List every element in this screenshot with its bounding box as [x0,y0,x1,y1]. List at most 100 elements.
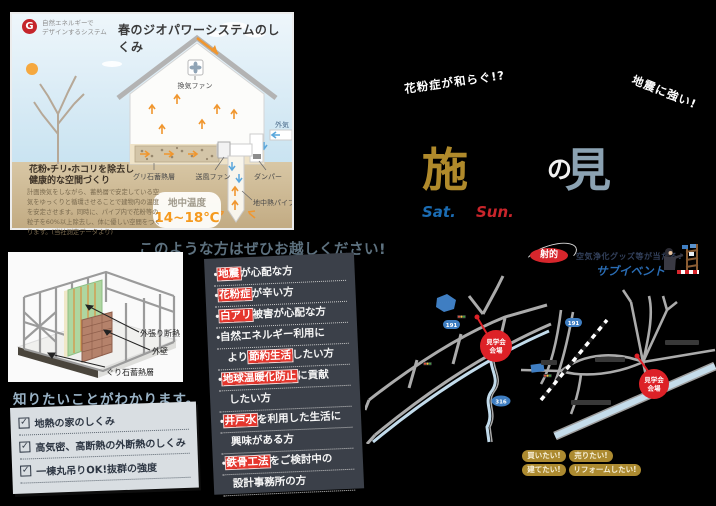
steel-frame-photo: 外張り断熱 外壁 ぐり石蓄熱層 [8,252,183,382]
tree-illustration [33,75,85,164]
steel-beams [22,270,176,373]
brick-texture [81,315,113,359]
prize-item [682,245,688,249]
fan-icon [189,61,202,74]
wish-pill: 買いたい! [522,450,566,462]
roof-exhaust-arrowhead [211,45,218,54]
traffic-signal [423,362,432,366]
subevent-prize-text: 空気浄化グッズ等が当たる♪ [576,252,684,261]
blower-fan-label: 送風ファン [196,172,231,181]
headline-hayfever: 花粉症が和らぐ!? [403,68,506,96]
bypass-river [553,363,716,439]
invite-text: に貢献 [297,368,330,383]
damper-label: ダンパー [254,172,282,181]
geo-power-diagram-card: 換気ファン 外気 グリ石蓄熱層 送風ファン ダンパー 地中熱パイプ 地中温度 1… [10,12,294,236]
clouds [102,22,265,67]
invite-text: 設計事務所の方 [232,474,307,490]
sun-icon [26,63,38,75]
stream [485,349,497,443]
vent-fan-label: 換気ファン [178,81,213,90]
temp-value: 14~18℃ [154,210,219,226]
prize-item [689,252,694,256]
insulation-label: 外張り断熱 [140,328,180,338]
invite-text: が辛い方 [251,286,294,300]
title-char-blue: 見 [565,143,611,197]
learn-item-label: 一棟丸吊りOK!抜群の強度 [36,462,158,479]
logo-tagline-line2: デザインするシステム [42,27,107,36]
counter-stripe-white [681,270,699,274]
invite-text: 興味がある方 [230,433,295,448]
subevent-label: サブイベント [596,264,665,278]
roads [520,289,716,415]
route-badge-316-text: 316 [495,399,507,405]
highlight-keyword: 地震 [217,267,241,281]
venue-label-line1: 見学会 [643,375,664,384]
landmark-building [530,363,545,373]
traffic-signal [457,315,466,319]
counter-stripe [677,270,699,274]
street-name-labels [541,340,699,405]
venue-pin-stem [476,316,488,335]
learn-item: ✓高気密、高断熱の外断熱のしくみ [19,433,190,460]
invite-text: ・自然エネルギー利用に [216,326,326,344]
company-logo-icon: G [22,19,37,34]
learn-item: ✓地熱の家のしくみ [18,409,189,436]
venue-marker [639,369,669,399]
highlight-keyword: 鉄骨工法 [225,455,270,470]
gravel-band [18,347,98,378]
geo-pipe-label: 地中熱パイプ [253,198,292,207]
shooting-game-badge: 射的 [530,248,568,263]
blower-fan-unit [217,141,231,159]
stream-edge [489,349,499,443]
route-badge-191 [443,320,460,329]
ground-background [12,162,292,228]
wish-pill: 建てたい! [522,464,566,476]
traffic-signal [543,374,552,378]
wish-pill: リフォームしたい! [569,464,641,476]
learn-item-label: 地熱の家のしくみ [34,416,116,431]
route-badge-316 [491,395,511,407]
route-badge-191-text: 191 [446,323,458,329]
route-badge-191 [565,318,582,327]
venue-pin-stem [636,355,649,372]
label-pointers [153,76,267,201]
date-saturday: Sat. [422,203,456,221]
invite-line: 設計事務所の方 [222,469,356,497]
invite-text: が心配な方 [239,265,293,280]
railway-dashes [539,318,609,402]
diagram-title: 春のジオパワーシステムのしくみ [118,23,280,54]
temp-box [153,192,221,228]
room-air-arrows [148,93,238,134]
person-arm [673,253,684,260]
temp-label: 地中温度 [168,197,207,209]
air-inlet-duct [269,129,292,141]
learn-item-label: 高気密、高断熱の外断熱のしくみ [35,437,186,455]
wish-pill: 売りたい! [569,450,613,462]
highlight-keyword: 白アリ [218,308,253,323]
invite-text: したい方 [291,347,335,362]
invite-text: より [227,351,249,365]
damper-unit [253,154,261,159]
highlight-keyword: 井戸水 [223,413,258,428]
gravel-texture [140,146,214,161]
highlight-keyword: 節約生活 [247,349,293,364]
map-right: 191 見学会 会場 [520,289,716,441]
invite-text: 被害が心配な方 [252,305,327,321]
title-char-gold: 施 [422,143,468,197]
brick-wall [81,311,113,363]
wall-label: 外壁 [152,346,168,356]
venue-label-line2: 会場 [647,384,662,393]
gravel-flow-arrows [140,150,199,158]
benefit-body-text: 計画換気をしながら、蓄熱層で安定している空気をゆっくりと循環させることで建物内の… [27,189,161,237]
person-body [664,256,676,270]
headline-earthquake: 地震に強い! [629,72,699,112]
outside-air-label: 外気 [275,120,289,129]
pipe-down-arrows [228,162,243,184]
prize-item [690,244,696,248]
invite-text: をご検討中の [269,452,333,468]
map-left: 191 316 見学会 会場 [365,275,552,444]
learn-item: ✓一棟丸吊りOK!抜群の強度 [19,457,191,484]
logo-tagline: 自然エネルギーで デザインするシステム [42,19,107,37]
venue-marker [480,330,512,362]
access-maps: 191 316 見学会 会場 191 [365,275,716,444]
